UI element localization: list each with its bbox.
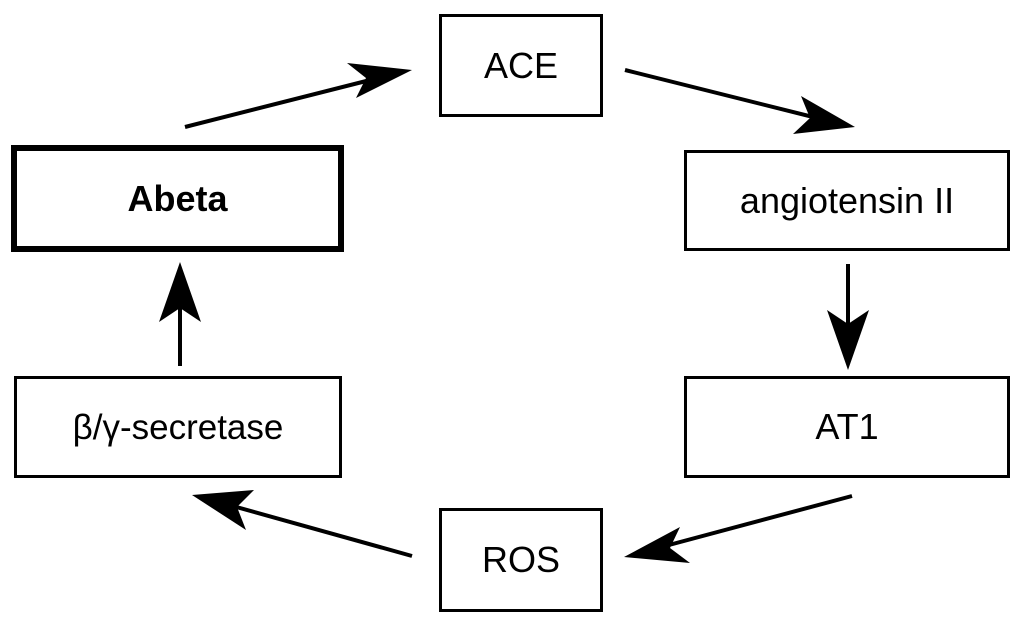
node-at1-label: AT1 — [815, 406, 879, 447]
node-abeta: Abeta — [11, 145, 344, 252]
node-secretase-label: β/γ-secretase — [72, 407, 284, 447]
node-ros-label: ROS — [481, 539, 560, 580]
arrow-angiotensin-to-at1 — [827, 264, 869, 370]
node-abeta-label: Abeta — [127, 177, 228, 219]
node-ace: ACE — [439, 14, 603, 117]
arrow-at1-to-ros — [624, 494, 853, 563]
arrow-secretase-to-abeta — [159, 262, 201, 366]
node-secretase: β/γ-secretase — [14, 376, 342, 478]
arrow-ace-to-angiotensin — [624, 68, 855, 134]
node-ace-label: ACE — [483, 44, 559, 86]
node-angiotensin: angiotensin II — [684, 150, 1010, 251]
arrow-abeta-to-ace — [184, 63, 412, 129]
arrow-ros-to-secretase — [192, 490, 413, 558]
node-angiotensin-label: angiotensin II — [739, 179, 955, 221]
node-at1: AT1 — [684, 376, 1010, 478]
node-ros: ROS — [439, 508, 603, 612]
